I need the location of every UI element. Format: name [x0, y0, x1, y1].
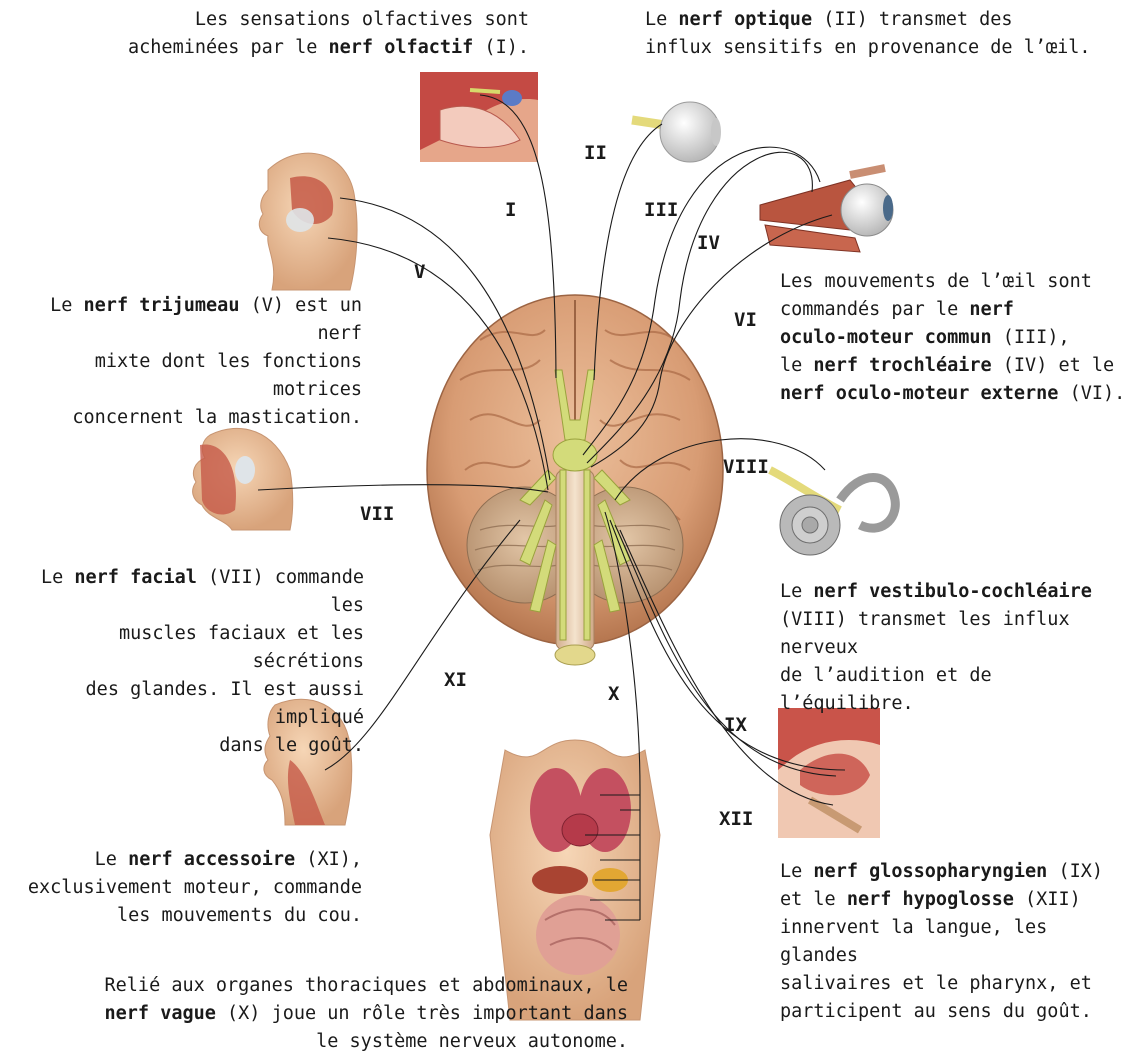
numeral-XII: XII — [719, 808, 753, 830]
numeral-IX: IX — [724, 714, 747, 736]
numeral-III: III — [644, 199, 678, 221]
caption-accessory: Le nerf accessoire (XI), exclusivement m… — [0, 846, 362, 930]
head-facial-illustration — [193, 428, 293, 530]
eye-muscles-illustration — [760, 168, 893, 252]
caption-trigeminal: Le nerf trijumeau (V) est un nerf mixte … — [0, 292, 362, 432]
numeral-II: II — [584, 142, 607, 164]
caption-glossopharyngeal-hypoglossal: Le nerf glossopharyngien (IX) et le nerf… — [780, 858, 1132, 1026]
numeral-IV: IV — [697, 232, 720, 254]
brain-illustration — [427, 295, 723, 665]
tongue-pharynx-illustration — [778, 708, 880, 838]
olfactory-region-illustration — [420, 72, 538, 162]
numeral-VIII: VIII — [723, 456, 769, 478]
caption-vestibulocochlear: Le nerf vestibulo-cochléaire (VIII) tran… — [780, 578, 1132, 718]
numeral-XI: XI — [444, 669, 467, 691]
eyeball-illustration — [632, 102, 721, 162]
caption-olfactory: Les sensations olfactives sont acheminée… — [109, 6, 529, 62]
numeral-I: I — [505, 199, 516, 221]
numeral-VI: VI — [734, 309, 757, 331]
caption-eye-movement: Les mouvements de l’œil sont commandés p… — [780, 268, 1132, 408]
caption-facial: Le nerf facial (VII) commande les muscle… — [0, 564, 364, 760]
numeral-X: X — [608, 683, 619, 705]
caption-optic: Le nerf optique (II) transmet des influx… — [645, 6, 1125, 62]
inner-ear-illustration — [770, 470, 895, 555]
numeral-V: V — [414, 261, 425, 283]
caption-vagus: Relié aux organes thoraciques et abdomin… — [100, 972, 628, 1056]
head-trigeminal-illustration — [259, 153, 357, 290]
numeral-VII: VII — [360, 503, 394, 525]
